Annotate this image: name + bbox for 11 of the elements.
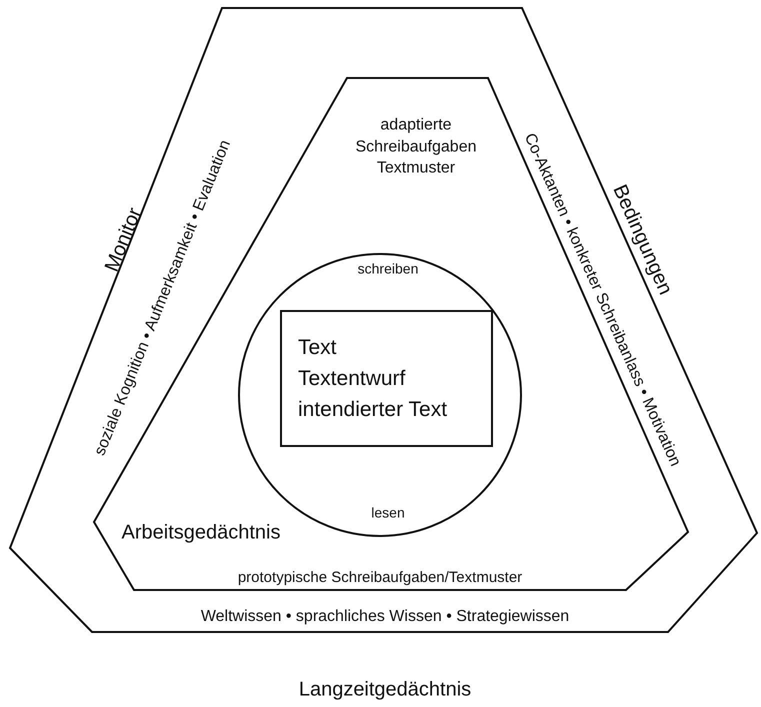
text-label: lesen xyxy=(371,504,405,522)
text-label: prototypische Schreibaufgaben/Textmuster xyxy=(238,568,522,588)
text-line: intendierter Text xyxy=(298,397,448,424)
text-line: Textentwurf xyxy=(298,366,406,392)
heading: Arbeitsgedächtnis xyxy=(122,520,280,546)
item-list: Weltwissen • sprachliches Wissen • Strategiewissen xyxy=(200,606,570,628)
text-label: adaptierte Schreibaufgaben Textmuster xyxy=(354,116,478,179)
heading: Langzeitgedächtnis xyxy=(298,678,472,702)
text-box xyxy=(280,310,493,447)
text-line: Text xyxy=(298,334,338,361)
text-label: schreiben xyxy=(358,260,418,278)
